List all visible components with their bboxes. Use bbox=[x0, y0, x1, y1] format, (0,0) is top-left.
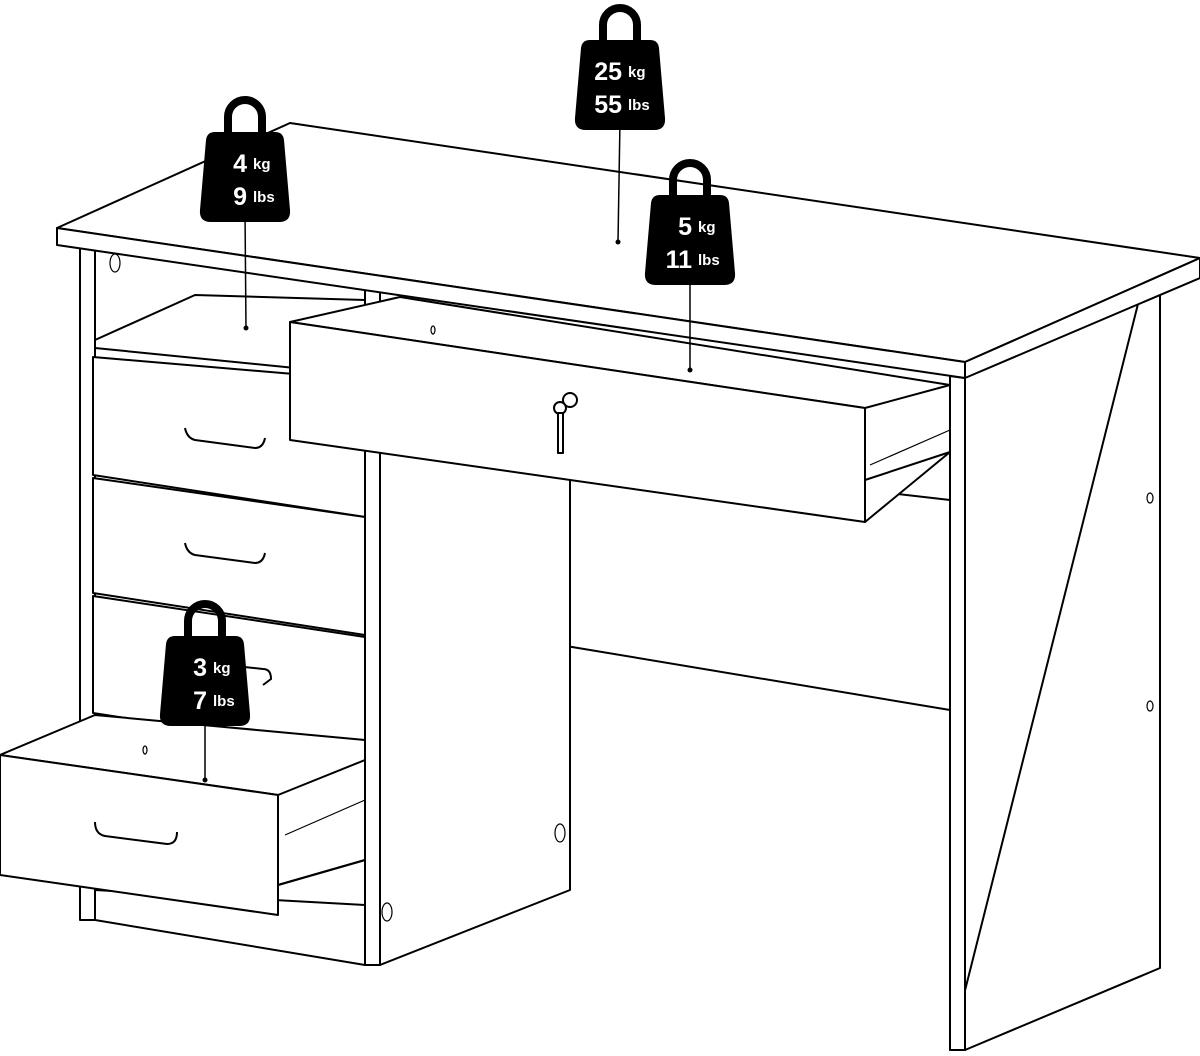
hole bbox=[142, 745, 148, 755]
drawer-handle bbox=[184, 427, 266, 449]
bottom-drawer-front bbox=[0, 754, 279, 916]
weight-kg-unit: kg bbox=[628, 64, 646, 81]
leader-line bbox=[244, 211, 247, 329]
right-leg-front bbox=[949, 375, 966, 1051]
drawer-handle bbox=[94, 821, 178, 845]
leader-dot bbox=[615, 239, 621, 245]
weight-shackle-icon bbox=[669, 159, 711, 205]
hole bbox=[554, 823, 566, 843]
weight-lbs-unit: lbs bbox=[213, 693, 235, 710]
weight-kg-value: 25 bbox=[594, 58, 622, 86]
weight-lbs-value: 11 bbox=[666, 246, 693, 274]
weight-body-icon bbox=[644, 195, 736, 285]
leader-line bbox=[617, 119, 621, 243]
weight-shackle-icon bbox=[224, 96, 266, 142]
hole bbox=[1146, 492, 1154, 504]
weight-shelf: 4 kg 9 lbs bbox=[199, 96, 291, 331]
weight-lbs-value: 9 bbox=[233, 183, 247, 211]
weight-kg-value: 3 bbox=[193, 654, 207, 682]
desktop-side-edge bbox=[964, 257, 1200, 379]
leader-dot bbox=[687, 367, 693, 373]
weight-lbs-value: 7 bbox=[193, 687, 207, 715]
weight-lbs-unit: lbs bbox=[628, 97, 650, 114]
weight-top-drawer: 5 kg 11 lbs bbox=[644, 159, 736, 373]
weight-pedestal-drawer: 3 kg 7 lbs bbox=[159, 600, 251, 783]
weight-shackle-icon bbox=[599, 4, 641, 50]
hole bbox=[109, 253, 121, 273]
drawer-front-2 bbox=[92, 477, 366, 636]
hole bbox=[430, 325, 436, 335]
weight-body-icon bbox=[199, 132, 291, 222]
key-lock-icon bbox=[553, 392, 578, 454]
weight-desktop: 25 kg 55 lbs bbox=[574, 4, 666, 245]
weight-kg-unit: kg bbox=[698, 219, 716, 236]
weight-lbs-value: 55 bbox=[594, 91, 622, 119]
weight-kg-unit: kg bbox=[213, 660, 231, 677]
weight-body-icon bbox=[574, 40, 666, 130]
hole bbox=[1146, 700, 1154, 712]
hole bbox=[381, 902, 393, 922]
weight-lbs-unit: lbs bbox=[253, 189, 275, 206]
weight-shackle-icon bbox=[184, 600, 226, 646]
leader-dot bbox=[202, 777, 208, 783]
weight-kg-value: 4 bbox=[233, 150, 247, 178]
weight-kg-value: 5 bbox=[678, 213, 692, 241]
weight-body-icon bbox=[159, 636, 251, 726]
weight-kg-unit: kg bbox=[253, 156, 271, 173]
right-leg-side bbox=[949, 293, 1161, 1051]
drawer-handle bbox=[224, 664, 272, 686]
leader-dot bbox=[243, 325, 249, 331]
top-drawer-front bbox=[289, 321, 866, 523]
drawer-handle bbox=[184, 542, 266, 564]
weight-lbs-unit: lbs bbox=[698, 252, 720, 269]
